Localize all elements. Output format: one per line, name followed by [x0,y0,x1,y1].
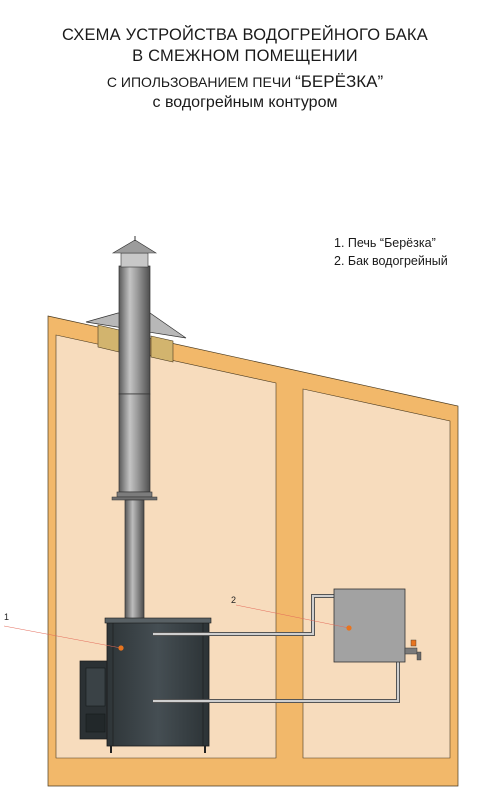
tank-tap-body [404,647,418,655]
callout-line-stove [3,625,122,649]
flue-pipe [124,499,145,620]
callout-dot-stove [118,645,124,651]
return-water-pipe [153,662,400,703]
diagram-title-line-2: В СМЕЖНОМ ПОМЕЩЕНИИ [132,47,358,65]
chimney-cap-icon [111,239,158,254]
stove-ash-pit [85,713,106,733]
chimney-lower-section [118,393,151,493]
title-line-3-prefix: С ИПОЛЬЗОВАНИЕМ ПЕЧИ [106,74,296,90]
chimney-reducer [116,491,153,498]
flue-damper-plate [111,496,158,501]
tank-tap-handle [410,639,417,647]
diagram-title-line-1: СХЕМА УСТРОЙСТВА ВОДОГРЕЙНОГО БАКА [62,26,428,44]
chimney-cap-neck [120,252,149,268]
callout-number-stove: 1 [4,612,9,622]
stove-body [106,619,210,747]
chimney-upper-section [118,265,151,395]
legend-item-tank: 2. Бак водогрейный [334,254,448,268]
callout-number-tank: 2 [231,595,236,605]
legend-item-stove: 1. Печь “Берёзка” [334,236,436,250]
water-tank [333,588,406,663]
callout-dot-tank [346,625,352,631]
diagram-title-line-4: с водогрейным контуром [152,94,338,111]
stove-top-rim [104,617,212,624]
hot-water-pipe [153,594,334,636]
ceiling-insulation-right [150,335,174,363]
tank-tap-spout [416,651,422,661]
stove-firebox-door [85,667,106,707]
title-stove-name: “БЕРЁЗКА” [295,72,384,91]
callout-line-tank [235,604,350,629]
legend: 1. Печь “Берёзка” 2. Бак водогрейный [334,234,448,270]
ceiling-insulation-left [97,324,120,353]
diagram-title-line-3: С ИПОЛЬЗОВАНИЕМ ПЕЧИ “БЕРЁЗКА” [0,72,490,92]
